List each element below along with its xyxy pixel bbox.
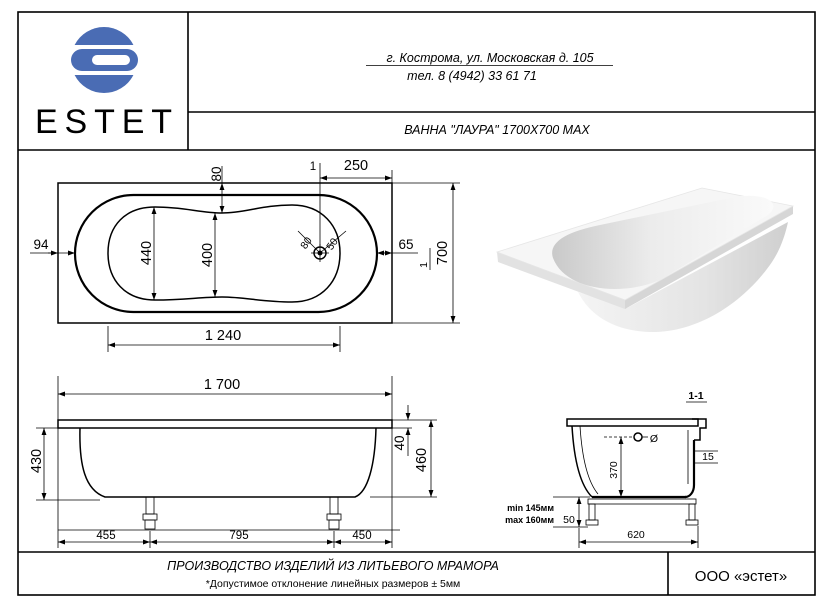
dim-depth-370: 370 (608, 461, 620, 479)
dim-basin-width-440: 440 (139, 241, 155, 265)
section-mark-top: 1 (310, 161, 316, 173)
logo-wordmark: ESTET (35, 103, 172, 141)
footer-material: ПРОИЗВОДСТВО ИЗДЕЛИЙ ИЗ ЛИТЬЕВОГО МРАМОР… (167, 557, 499, 573)
section-rim-hook (692, 418, 707, 441)
company-address: г. Кострома, ул. Московская д. 105 (386, 51, 593, 65)
dim-leg-spacing-795: 795 (229, 530, 248, 542)
sheet-frame (17, 11, 816, 596)
dim-overall-length-1700: 1 700 (204, 377, 240, 393)
leg-height-max: max 160мм (505, 515, 554, 525)
dim-basin-length-1240: 1 240 (205, 328, 241, 344)
drain-icon (297, 230, 347, 262)
dim-width-620: 620 (627, 529, 645, 541)
dim-drain-offset-250: 250 (344, 158, 368, 174)
bathtub-3d-icon (495, 187, 795, 333)
dim-left-leg-455: 455 (96, 530, 115, 542)
product-title: ВАННА "ЛАУРА" 1700X700 MAX (404, 123, 590, 137)
section-rim (566, 418, 699, 427)
dim-rim-top-80: 80 (209, 166, 224, 181)
plan-view: 80 50 80 1 250 94 440 400 65 1 700 (30, 158, 460, 352)
dim-body-height-430: 430 (29, 449, 45, 473)
footer-company: ООО «эстет» (695, 568, 787, 585)
leg-height-min: min 145мм (507, 503, 554, 513)
dim-waist-width-400: 400 (200, 243, 216, 267)
drain-diameter-symbol: Ø (650, 433, 658, 445)
footer-tolerance: *Допустимое отклонение линейных размеров… (206, 578, 461, 590)
dim-right-rim-65: 65 (398, 237, 413, 252)
section-stand (585, 498, 699, 526)
dim-total-height-460: 460 (414, 448, 430, 472)
side-rim (57, 419, 393, 429)
section-label: 1-1 (688, 390, 703, 402)
dim-rim-15: 15 (702, 451, 714, 463)
estet-logo-icon (71, 26, 138, 94)
side-view: 1 700 430 40 460 (29, 376, 437, 548)
side-body (79, 427, 377, 498)
dim-base-50: 50 (563, 514, 575, 526)
dim-drain-80: 80 (298, 235, 315, 252)
company-phone: тел. 8 (4942) 33 61 71 (407, 69, 537, 83)
dim-left-rim-94: 94 (33, 237, 49, 252)
leg-right (326, 496, 342, 530)
dim-right-leg-450: 450 (352, 530, 371, 542)
overflow-drain-icon (604, 432, 648, 442)
dim-rim-height-40: 40 (392, 435, 407, 450)
dim-overall-width-700: 700 (435, 241, 451, 265)
plan-basin-contour (107, 204, 341, 303)
section-view: 1-1 Ø 15 370 (505, 390, 718, 548)
section-mark-side: 1 (418, 262, 430, 268)
leg-left (142, 496, 158, 530)
